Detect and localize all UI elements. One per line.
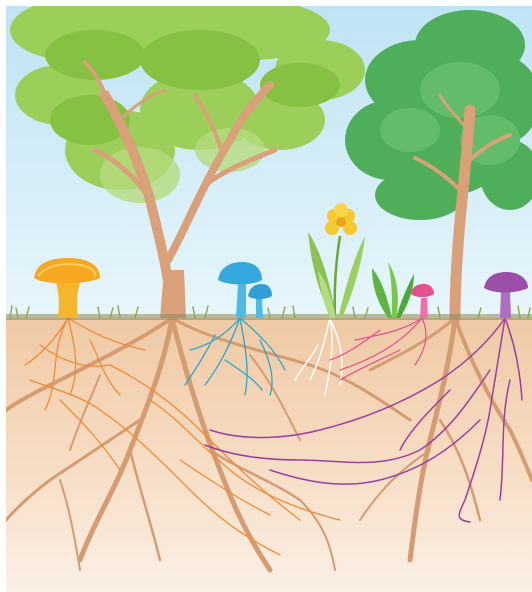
scene-svg — [0, 0, 532, 592]
mycorrhizal-illustration — [0, 0, 532, 592]
